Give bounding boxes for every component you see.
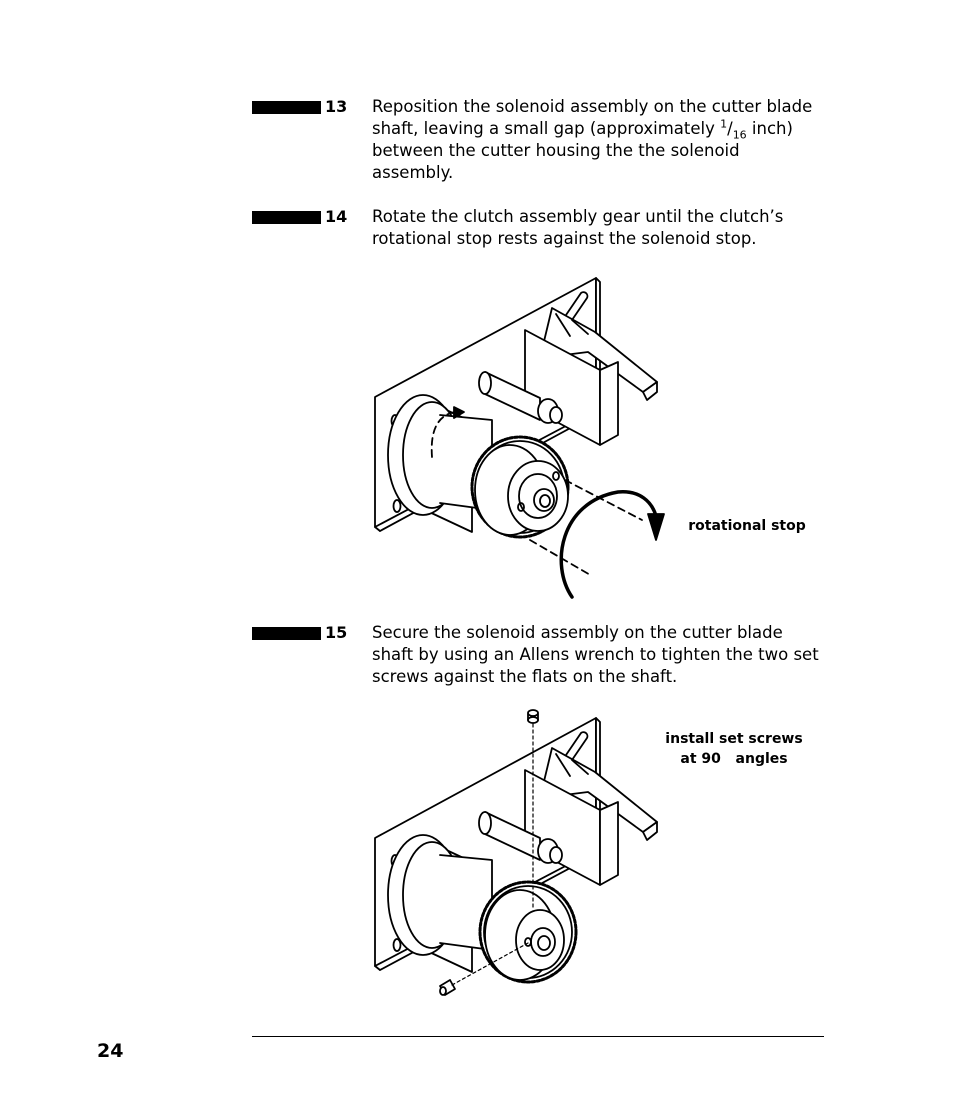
clutch-rotation-illustration bbox=[374, 277, 665, 599]
step-marker-bar bbox=[252, 211, 321, 224]
step-text: Rotate the clutch assembly gear until th… bbox=[372, 207, 784, 248]
step-text: Reposition the solenoid assembly on the … bbox=[372, 96, 822, 184]
fraction-denominator: 16 bbox=[732, 128, 747, 142]
set-screw-label-line-1: install set screws bbox=[665, 731, 803, 747]
set-screw-label: install set screws at 90 angles bbox=[652, 729, 816, 769]
footer-divider bbox=[252, 1036, 824, 1037]
rotational-stop-label: rotational stop bbox=[688, 518, 806, 534]
step-text-part: Reposition the solenoid assembly on the … bbox=[372, 97, 813, 138]
fraction-slash: / bbox=[727, 119, 733, 138]
set-screw-label-line-2: at 90 angles bbox=[680, 751, 788, 767]
step-number: 13 bbox=[325, 97, 348, 116]
fraction-numerator: 1 bbox=[720, 117, 728, 131]
set-screw-illustration bbox=[374, 709, 658, 996]
page-number: 24 bbox=[97, 1040, 124, 1062]
step-number: 14 bbox=[325, 207, 348, 226]
step-marker-bar bbox=[252, 627, 321, 640]
step-marker-bar bbox=[252, 101, 321, 114]
step-text: Secure the solenoid assembly on the cutt… bbox=[372, 623, 819, 686]
step-text-part: inch) between the cutter housing the the… bbox=[372, 119, 793, 182]
step-number: 15 bbox=[325, 623, 348, 642]
